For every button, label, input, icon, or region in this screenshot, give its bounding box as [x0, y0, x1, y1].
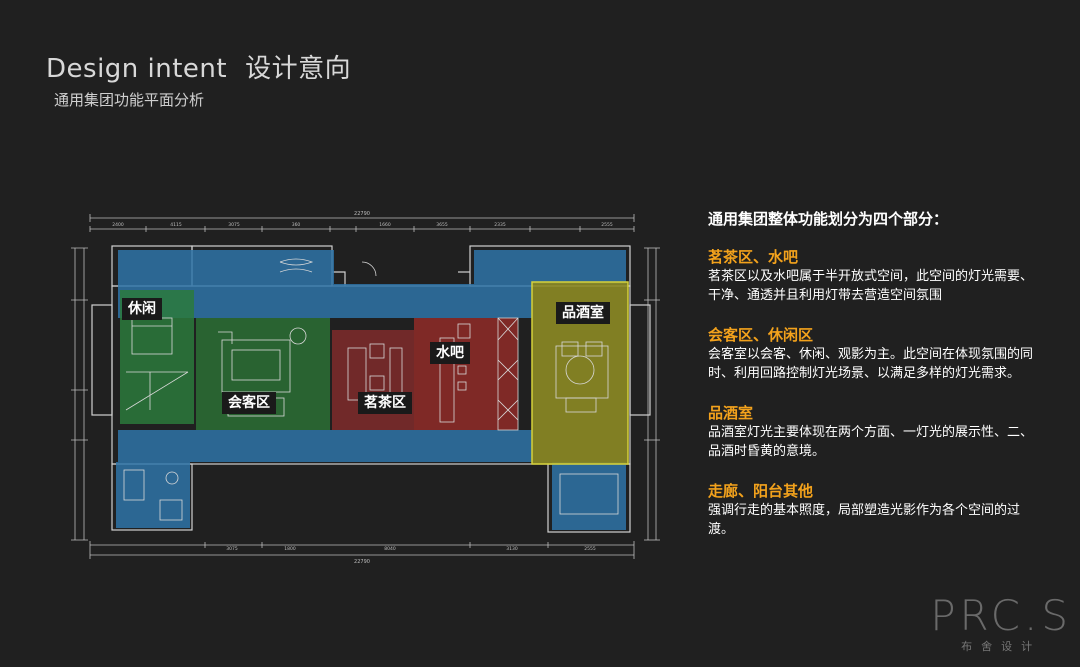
room-label-reception: 会客区 [222, 392, 276, 414]
room-label-tea: 茗茶区 [358, 392, 412, 414]
dim-bottom-seg: 1800 [284, 546, 296, 552]
dimension-lines-side [71, 247, 660, 541]
title-en: Design intent [46, 54, 228, 84]
section-corridor-balcony: 走廊、阳台其他 强调行走的基本照度，局部塑造光影作为各个空间的过渡。 [708, 481, 1038, 539]
dim-bottom-seg: 8040 [384, 546, 396, 552]
dim-bottom-seg: 3075 [226, 546, 238, 552]
section-wine: 品酒室 品酒室灯光主要体现在两个方面、一灯光的展示性、二、品酒时昏黄的意境。 [708, 403, 1038, 461]
section-text: 品酒室灯光主要体现在两个方面、一灯光的展示性、二、品酒时昏黄的意境。 [708, 425, 1034, 459]
room-label-wine: 品酒室 [556, 302, 610, 324]
dim-bottom-segments: 3075 1800 8040 3130 2555 [226, 546, 596, 552]
section-text: 茗茶区以及水吧属于半开放式空间，此空间的灯光需要、干净、通透并且利用灯带去营造空… [708, 269, 1034, 303]
dimension-lines-top [89, 214, 635, 232]
dimension-lines-bottom [89, 541, 635, 559]
dim-bottom-total: 22790 [354, 559, 370, 565]
dim-top-seg: 4115 [170, 222, 182, 228]
page-subtitle: 通用集团功能平面分析 [54, 91, 205, 109]
dim-top-seg: 2400 [112, 222, 124, 228]
page-title: Design intent 设计意向 [46, 48, 351, 85]
furniture [123, 258, 619, 521]
dim-top-seg: 3075 [228, 222, 240, 228]
section-title: 会客区、休闲区 [708, 326, 814, 344]
brand-logo: PRC.S 布舍设计 [930, 594, 1072, 654]
dim-top-total: 22790 [354, 211, 370, 217]
dim-top-seg: 2555 [601, 222, 613, 228]
floor-plan: 22790 2400 4115 3075 360 1660 3655 2335 … [71, 211, 660, 565]
section-reception-leisure: 会客区、休闲区 会客室以会客、休闲、观影为主。此空间在体现氛围的同时、利用回路控… [708, 325, 1038, 383]
room-label-bar: 水吧 [430, 342, 470, 364]
section-text: 强调行走的基本照度，局部塑造光影作为各个空间的过渡。 [708, 503, 1021, 537]
section-text: 会客室以会客、休闲、观影为主。此空间在体现氛围的同时、利用回路控制灯光场景、以满… [708, 347, 1034, 381]
section-tea-bar: 茗茶区、水吧 茗茶区以及水吧属于半开放式空间，此空间的灯光需要、干净、通透并且利… [708, 247, 1038, 305]
dim-bottom-seg: 2555 [584, 546, 596, 552]
dim-top-seg: 1660 [379, 222, 391, 228]
section-title: 茗茶区、水吧 [708, 248, 799, 266]
dim-top-seg: 2335 [494, 222, 506, 228]
brand-mark: PRC.S [930, 591, 1072, 640]
dim-bottom-seg: 3130 [506, 546, 518, 552]
panel-heading: 通用集团整体功能划分为四个部分： [708, 210, 949, 228]
description-panel: 通用集团整体功能划分为四个部分： 茗茶区、水吧 茗茶区以及水吧属于半开放式空间，… [708, 208, 1038, 559]
title-cn: 设计意向 [245, 54, 352, 84]
section-title: 品酒室 [708, 404, 754, 422]
dim-top-seg: 360 [292, 222, 301, 228]
room-label-leisure: 休闲 [122, 298, 162, 320]
dim-top-segments: 2400 4115 3075 360 1660 3655 2335 2555 [112, 222, 613, 228]
brand-sub: 布舍设计 [961, 640, 1042, 653]
dim-top-seg: 3655 [436, 222, 448, 228]
section-title: 走廊、阳台其他 [708, 482, 814, 500]
